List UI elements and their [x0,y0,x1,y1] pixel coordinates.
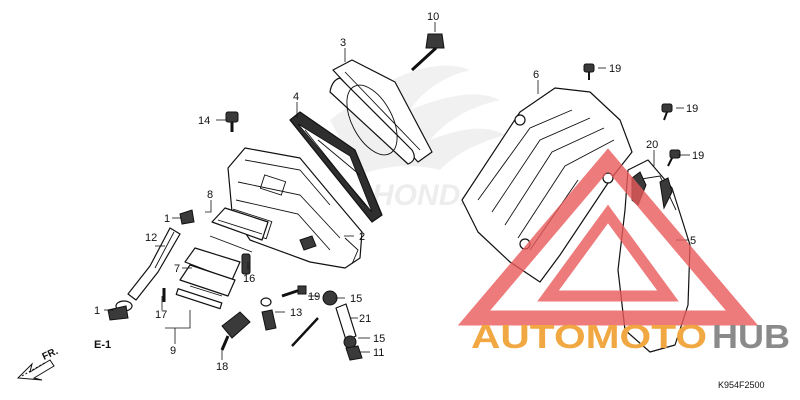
callout-17: 17 [155,309,167,321]
screw-lower [291,317,319,347]
callout-15-bottom: 15 [373,333,385,345]
callout-20: 20 [646,139,658,151]
callout-12: 12 [145,232,157,244]
callout-1-bottom: 1 [94,305,100,317]
diagram-code: K954F2500 [718,380,765,390]
watermark-triangle [457,148,759,326]
air-cleaner-gasket [289,111,383,223]
front-direction-label: FR. [41,346,60,363]
screw-16 [241,253,251,275]
automotohub-watermark: AUTOMOTO HUB [457,148,790,355]
callout-6: 6 [533,69,539,81]
callout-18: 18 [216,361,228,373]
collar-21 [335,303,357,341]
callout-16: 16 [243,273,255,285]
callout-4: 4 [293,91,299,103]
callout-5: 5 [690,235,696,247]
callout-8: 8 [207,189,213,201]
reference-label: E-1 [94,339,111,351]
callout-14: 14 [198,115,210,127]
honda-wordmark: HONDA [372,179,482,212]
clip-13 [260,297,277,331]
leader-lines [104,22,690,360]
callout-19-mid: 19 [686,103,698,115]
callout-7: 7 [174,263,180,275]
callout-15-top: 15 [350,293,362,305]
inner-cover [461,87,633,283]
screw-19-mid [661,103,673,121]
callout-10: 10 [427,11,439,23]
nut-15-top [322,290,338,306]
callout-21: 21 [359,313,371,325]
connecting-tube [175,247,241,310]
callout-3: 3 [340,37,346,49]
watermark-triangle-inner [537,204,679,302]
watermark-word-gray: HUB [712,318,790,355]
bolt-18 [220,311,251,351]
callout-1-top: 1 [164,213,170,225]
front-direction-arrow [16,359,55,381]
air-filter-element [329,59,433,165]
callout-19-bottom: 19 [308,291,320,303]
bolt-14 [225,111,239,132]
callout-9: 9 [170,345,176,357]
callout-19-right: 19 [692,150,704,162]
callout-labels: 10 3 4 14 8 1 12 2 7 16 19 15 1 17 13 21… [94,11,704,373]
grommet-11 [345,345,363,361]
clamp-1-bottom [107,305,129,321]
bolt-10 [410,33,445,72]
callout-2: 2 [359,231,365,243]
screw-19-bottom [281,285,307,298]
watermark-word-colored: AUTOMOTO [471,318,707,355]
callout-11: 11 [373,347,384,359]
clamp-1-top [179,209,195,225]
screw-19-right [667,149,681,167]
callout-13: 13 [290,307,302,319]
inlet-funnel [209,207,269,253]
screw-19-top [583,63,595,80]
callout-19-top: 19 [609,63,621,75]
